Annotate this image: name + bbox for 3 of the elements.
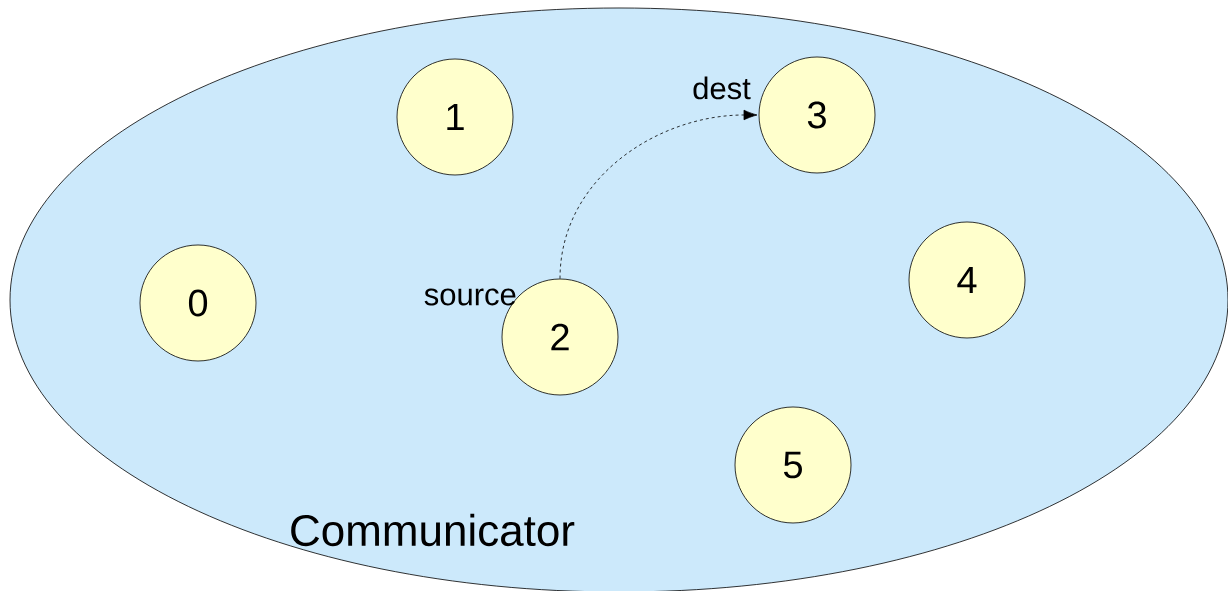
- node-caption: dest: [693, 76, 751, 100]
- group-label: Communicator: [291, 513, 575, 547]
- arrow: [559, 109, 758, 279]
